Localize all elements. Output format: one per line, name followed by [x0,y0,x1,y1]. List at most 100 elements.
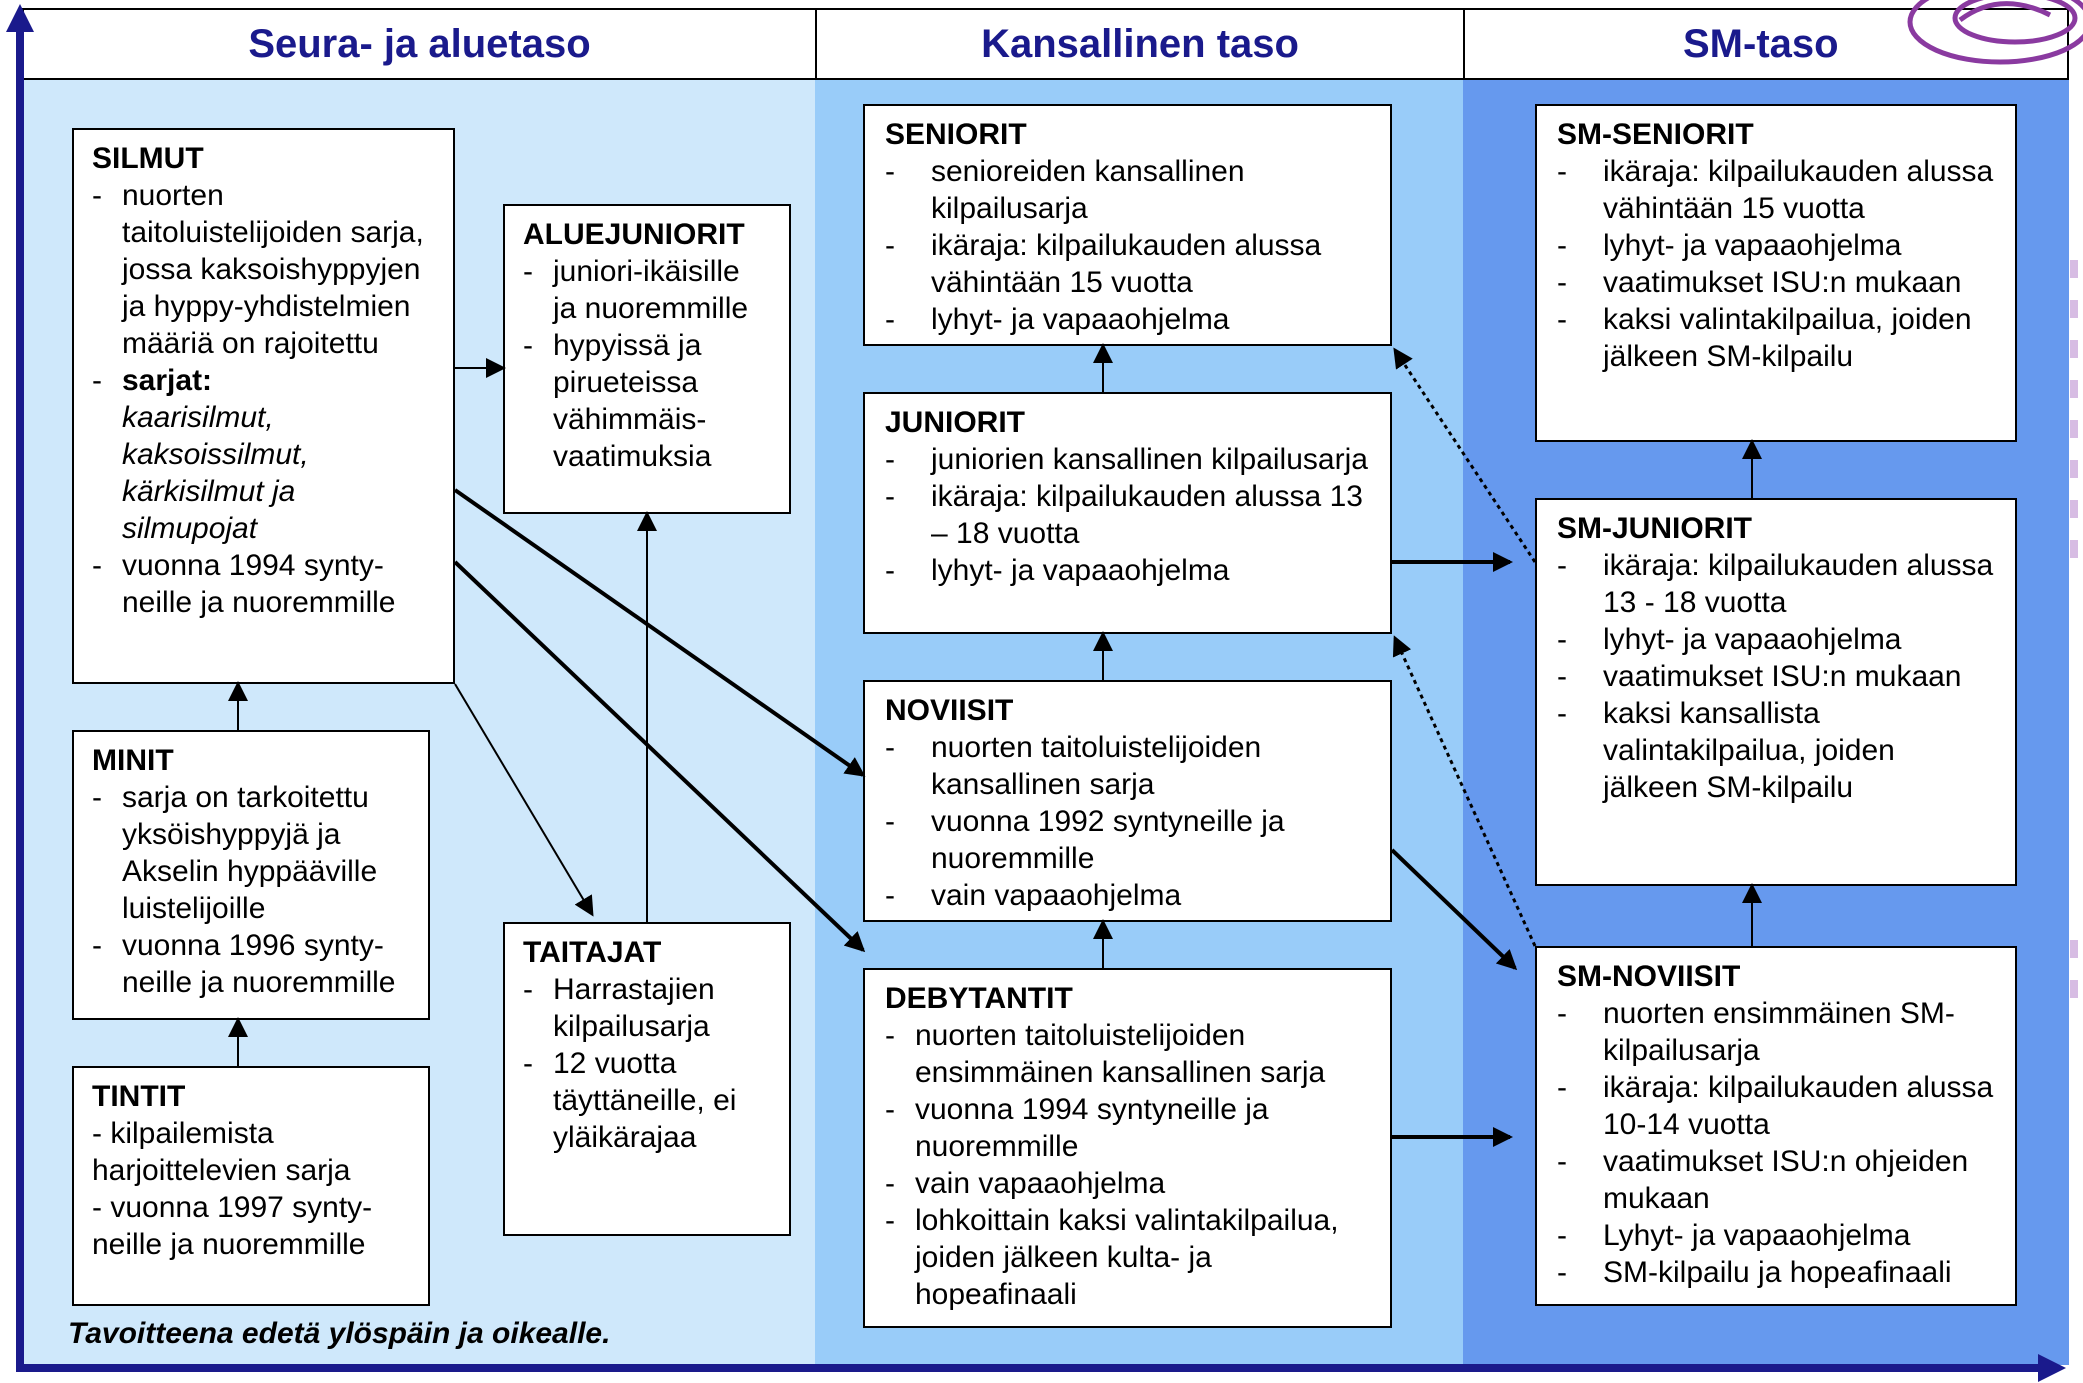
debytantit-item4-text: lohkoittain kaksi valintakilpailua, joid… [915,1204,1339,1311]
juniorit-title: JUNIORIT [885,406,1026,439]
sm-juniorit-item: vaatimukset ISU:n mukaan [1557,658,1997,695]
tintit-line1: - kilpailemista harjoittelevien sarja [92,1117,351,1187]
juniorit-item: juniorien kansallinen kilpailusarja [885,441,1372,478]
minit-item1-text: sarja on tarkoitettu yksöishyppyjä ja Ak… [122,781,378,925]
minit-item: sarja on tarkoitettu yksöishyppyjä ja Ak… [92,779,410,927]
header-seura: Seura- ja aluetaso [22,8,815,80]
noviisit-item1-text: nuorten taitoluistelijoiden kansallinen … [931,731,1262,801]
debytantit-item3-text: vain vapaaohjelma [915,1167,1166,1200]
box-taitajat: TAITAJAT Harrastajien kilpailusarja 12 v… [503,922,791,1236]
box-silmut: SILMUT nuorten taitoluistelijoiden sarja… [72,128,455,684]
box-juniorit: JUNIORIT juniorien kansallinen kilpailus… [863,392,1392,634]
seniorit-item3-text: lyhyt- ja vapaaohjelma [931,303,1230,336]
sm-juniorit-item: lyhyt- ja vapaaohjelma [1557,621,1997,658]
box-debytantit: DEBYTANTIT nuorten taitoluistelijoiden e… [863,968,1392,1328]
sm-seniorit-item: lyhyt- ja vapaaohjelma [1557,227,1997,264]
sm-seniorit-item2-text: lyhyt- ja vapaaohjelma [1603,229,1902,262]
noviisit-item2-text: vuonna 1992 syntyneille ja nuoremmille [931,805,1285,875]
taitajat-item: 12 vuotta täyttäneille, ei yläikärajaa [523,1045,771,1156]
box-sm-seniorit: SM-SENIORIT ikäraja: kilpailukauden alus… [1535,104,2017,442]
box-tintit: TINTIT - kilpailemista harjoittelevien s… [72,1066,430,1306]
taitajat-item2-text: 12 vuotta täyttäneille, ei yläikärajaa [553,1047,737,1154]
sm-noviisit-item: nuorten ensimmäinen SM-kilpailusarja [1557,995,1997,1069]
sm-seniorit-item1-text: ikäraja: kilpailukauden alussa vähintään… [1603,155,1994,225]
juniorit-item1-text: juniorien kansallinen kilpailusarja [931,443,1368,476]
sm-noviisit-item5-text: SM-kilpailu ja hopeafinaali [1603,1256,1952,1289]
sm-seniorit-item3-text: vaatimukset ISU:n mukaan [1603,266,1962,299]
box-sm-juniorit: SM-JUNIORIT ikäraja: kilpailukauden alus… [1535,498,2017,886]
minit-title: MINIT [92,744,174,777]
aluejuniorit-title: ALUEJUNIORIT [523,218,745,251]
noviisit-item: vain vapaaohjelma [885,877,1372,914]
silmut-item: nuorten taitoluistelijoiden sarja, jossa… [92,177,435,362]
sm-seniorit-item4-text: kaksi valintakilpailua, joiden jälkeen S… [1603,303,1972,373]
silmut-item2-label: sarjat: [122,364,213,397]
minit-item2-text: vuonna 1996 synty-neille ja nuoremmille [122,929,396,999]
seniorit-item: ikäraja: kilpailukauden alussa vähintään… [885,227,1372,301]
sm-juniorit-title: SM-JUNIORIT [1557,512,1752,545]
box-aluejuniorit: ALUEJUNIORIT juniori-ikäisille ja nuorem… [503,204,791,514]
sm-juniorit-item: kaksi kansallista valintakilpailua, joid… [1557,695,1997,806]
seniorit-title: SENIORIT [885,118,1027,151]
sm-noviisit-item2-text: ikäraja: kilpailukauden alussa 10-14 vuo… [1603,1071,1994,1141]
box-sm-noviisit: SM-NOVIISIT nuorten ensimmäinen SM-kilpa… [1535,946,2017,1306]
seniorit-item: senioreiden kansallinen kilpailusarja [885,153,1372,227]
sm-noviisit-item: vaatimukset ISU:n ohjeiden mukaan [1557,1143,1997,1217]
sm-seniorit-title: SM-SENIORIT [1557,118,1754,151]
sm-noviisit-item1-text: nuorten ensimmäinen SM-kilpailusarja [1603,997,1955,1067]
aluejuniorit-item2-text: hypyissä ja pirueteissa vähimmäis-vaatim… [553,329,712,473]
taitajat-title: TAITAJAT [523,936,662,969]
sm-juniorit-item4-text: kaksi kansallista valintakilpailua, joid… [1603,697,1895,804]
debytantit-item: vain vapaaohjelma [885,1165,1372,1202]
tintit-title: TINTIT [92,1080,186,1113]
sm-seniorit-item: vaatimukset ISU:n mukaan [1557,264,1997,301]
aluejuniorit-item: hypyissä ja pirueteissa vähimmäis-vaatim… [523,327,771,475]
noviisit-item: nuorten taitoluistelijoiden kansallinen … [885,729,1372,803]
sm-noviisit-item: Lyhyt- ja vapaaohjelma [1557,1217,1997,1254]
debytantit-item: lohkoittain kaksi valintakilpailua, joid… [885,1202,1372,1313]
header-kansallinen: Kansallinen taso [815,8,1463,80]
debytantit-item: nuorten taitoluistelijoiden ensimmäinen … [885,1017,1372,1091]
sm-noviisit-item: ikäraja: kilpailukauden alussa 10-14 vuo… [1557,1069,1997,1143]
box-noviisit: NOVIISIT nuorten taitoluistelijoiden kan… [863,680,1392,922]
juniorit-item: ikäraja: kilpailukauden alussa 13 – 18 v… [885,478,1372,552]
silmut-item: sarjat: kaarisilmut, kaksoissilmut, kärki… [92,362,435,547]
silmut-item1-text: nuorten taitoluistelijoiden sarja, jossa… [122,179,424,360]
sm-noviisit-item: SM-kilpailu ja hopeafinaali [1557,1254,1997,1291]
noviisit-title: NOVIISIT [885,694,1014,727]
taitajat-item1-text: Harrastajien kilpailusarja [553,973,715,1043]
silmut-item3-text: vuonna 1994 synty-neille ja nuoremmille [122,549,396,619]
tintit-line2: - vuonna 1997 synty-neille ja nuoremmill… [92,1191,373,1261]
sm-juniorit-item: ikäraja: kilpailukauden alussa 13 - 18 v… [1557,547,1997,621]
silmut-item: vuonna 1994 synty-neille ja nuoremmille [92,547,435,621]
taitajat-item: Harrastajien kilpailusarja [523,971,771,1045]
sm-noviisit-item4-text: Lyhyt- ja vapaaohjelma [1603,1219,1911,1252]
footer-note: Tavoitteena edetä ylöspäin ja oikealle. [68,1317,611,1350]
debytantit-item: vuonna 1994 syntyneille ja nuoremmille [885,1091,1372,1165]
seniorit-item: lyhyt- ja vapaaohjelma [885,301,1372,338]
silmut-item2-italic: kaarisilmut, kaksoissilmut, kärkisilmut … [122,401,309,545]
sm-juniorit-item3-text: vaatimukset ISU:n mukaan [1603,660,1962,693]
juniorit-item: lyhyt- ja vapaaohjelma [885,552,1372,589]
sm-noviisit-item3-text: vaatimukset ISU:n ohjeiden mukaan [1603,1145,1969,1215]
noviisit-item3-text: vain vapaaohjelma [931,879,1182,912]
debytantit-item2-text: vuonna 1994 syntyneille ja nuoremmille [915,1093,1269,1163]
debytantit-item1-text: nuorten taitoluistelijoiden ensimmäinen … [915,1019,1326,1089]
sm-juniorit-item1-text: ikäraja: kilpailukauden alussa 13 - 18 v… [1603,549,1994,619]
sm-noviisit-title: SM-NOVIISIT [1557,960,1741,993]
seniorit-item1-text: senioreiden kansallinen kilpailusarja [931,155,1245,225]
box-minit: MINIT sarja on tarkoitettu yksöishyppyjä… [72,730,430,1020]
silmut-title: SILMUT [92,142,204,175]
debytantit-title: DEBYTANTIT [885,982,1073,1015]
minit-item: vuonna 1996 synty-neille ja nuoremmille [92,927,410,1001]
juniorit-item2-text: ikäraja: kilpailukauden alussa 13 – 18 v… [931,480,1363,550]
sm-juniorit-item2-text: lyhyt- ja vapaaohjelma [1603,623,1902,656]
header-sm: SM-taso [1463,8,2069,80]
aluejuniorit-item1-text: juniori-ikäisille ja nuoremmille [553,255,749,325]
aluejuniorit-item: juniori-ikäisille ja nuoremmille [523,253,771,327]
sm-seniorit-item: ikäraja: kilpailukauden alussa vähintään… [1557,153,1997,227]
sm-seniorit-item: kaksi valintakilpailua, joiden jälkeen S… [1557,301,1997,375]
juniorit-item3-text: lyhyt- ja vapaaohjelma [931,554,1230,587]
noviisit-item: vuonna 1992 syntyneille ja nuoremmille [885,803,1372,877]
seniorit-item2-text: ikäraja: kilpailukauden alussa vähintään… [931,229,1322,299]
